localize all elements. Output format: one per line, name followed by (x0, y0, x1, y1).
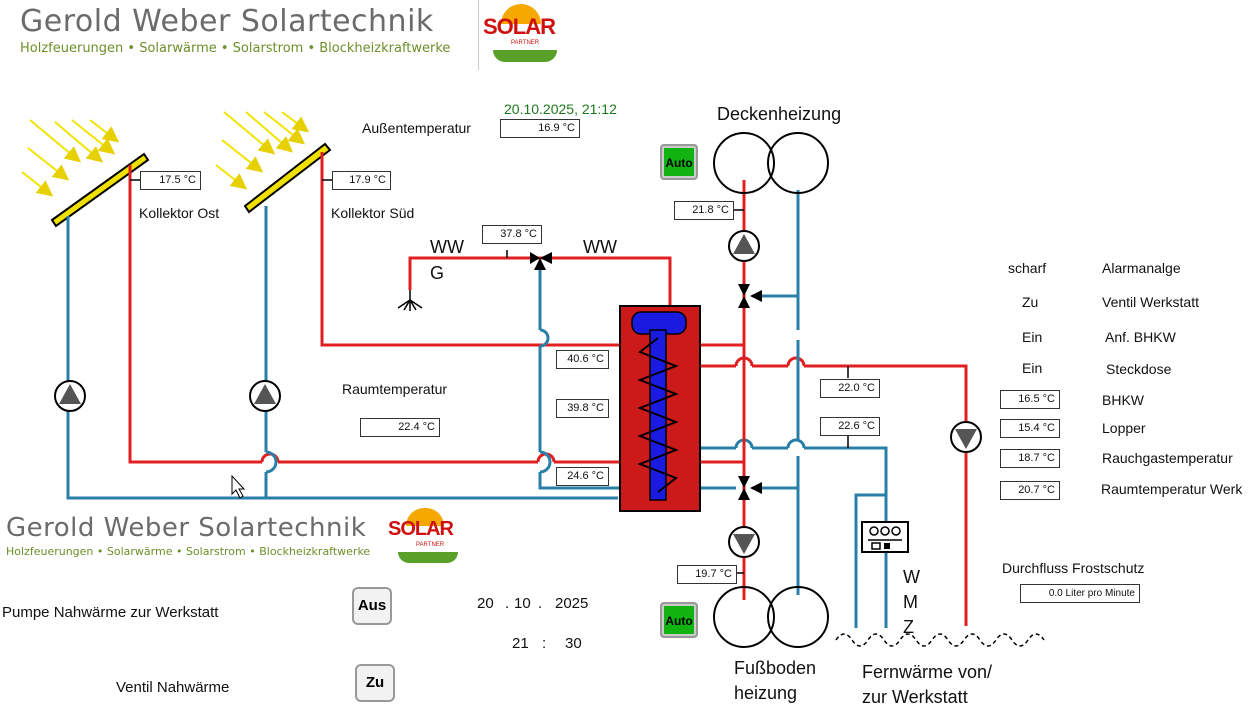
date-sep-2: . (538, 595, 543, 612)
mixer-temp: 37.8 °C (482, 225, 542, 244)
district-heat-label-1: Fernwärme von/ (862, 662, 993, 682)
time-hour[interactable]: 21 (512, 635, 529, 652)
sun-rays-east-icon (21, 119, 120, 197)
reading-lopper-label: Lopper (1102, 420, 1146, 436)
valve-local-heat-button[interactable]: Zu (355, 664, 395, 702)
date-sep-1: . (505, 595, 510, 612)
date-year[interactable]: 2025 (555, 595, 589, 612)
status-alarm-state: scharf (1008, 260, 1047, 276)
logo-subtext: PARTNER (511, 40, 540, 46)
brand-title-bottom: Gerold Weber Solartechnik (6, 513, 367, 543)
brand-bottom: Gerold Weber Solartechnik Holzfeuerungen… (6, 513, 370, 558)
room-temp-label: Raumtemperatur (342, 381, 448, 397)
status-valve-state: Zu (1022, 294, 1039, 310)
sun-rays-south-icon (215, 111, 310, 190)
pump-ceiling-icon (728, 230, 760, 262)
floor-heating-label-2: heizung (734, 683, 798, 703)
ground-line (835, 633, 1045, 647)
pump-district-icon (950, 421, 982, 453)
status-socket-state: Ein (1022, 360, 1043, 376)
hotwater-g: G (430, 263, 445, 283)
flow-label: Durchfluss Frostschutz (1002, 560, 1145, 576)
status-valve-label: Ventil Werkstatt (1102, 294, 1200, 310)
pump-collector-east-icon (54, 380, 86, 412)
brand-subtitle: Holzfeuerungen • Solarwärme • Solarstrom… (20, 41, 451, 56)
ceiling-heating-icon (713, 132, 829, 194)
valve-floor-icon (738, 476, 762, 500)
collector-south-label: Kollektor Süd (331, 205, 415, 221)
time-min[interactable]: 30 (565, 635, 582, 652)
mouse-cursor-icon (231, 474, 246, 499)
floor-auto-button[interactable]: Auto (660, 602, 698, 638)
date-day[interactable]: 20 (477, 595, 494, 612)
floor-heating-icon (713, 586, 829, 648)
ceiling-temp: 21.8 °C (674, 201, 734, 220)
collector-east-temp: 17.5 °C (140, 171, 201, 190)
logo-leaf-icon (493, 50, 557, 62)
reading-bhkw-label: BHKW (1102, 392, 1144, 408)
hotwater-ww-left: WW (430, 237, 464, 257)
valve-local-heat-label: Ventil Nahwärme (116, 679, 230, 696)
status-alarm-label: Alarmanalge (1102, 260, 1181, 276)
ceiling-heating-label: Deckenheizung (717, 104, 842, 124)
valve-ceiling-icon (738, 284, 762, 308)
logo-text: SOLAR (483, 14, 556, 39)
storage-tank-icon (619, 305, 701, 512)
collector-south-temp: 17.9 °C (332, 171, 391, 190)
distribution-temp-1: 22.0 °C (820, 379, 880, 398)
outdoor-temp-value: 16.9 °C (500, 119, 580, 138)
pump-local-heat-button[interactable]: Aus (352, 587, 392, 625)
hotwater-ww-right: WW (583, 237, 617, 257)
storage-temp-middle: 39.8 °C (556, 399, 609, 418)
logo-subtext-bottom: PARTNER (416, 542, 445, 548)
brand-subtitle-bottom: Holzfeuerungen • Solarwärme • Solarstrom… (6, 545, 371, 558)
date-month[interactable]: 10 (514, 595, 531, 612)
shower-head-icon (397, 290, 423, 311)
logo-text-bottom: SOLAR (388, 518, 454, 540)
reading-workshop-room-value: 20.7 °C (1000, 481, 1060, 500)
brand-title: Gerold Weber Solartechnik (20, 4, 434, 39)
mixing-valve-icon (530, 252, 552, 270)
reading-bhkw-value: 16.5 °C (1000, 390, 1060, 409)
pump-local-heat-label: Pumpe Nahwärme zur Werkstatt (2, 604, 219, 621)
logo-leaf-icon-bottom (398, 552, 458, 563)
floor-heating-label-1: Fußboden (734, 658, 817, 678)
header-datetime: 20.10.2025, 21:12 (504, 101, 617, 117)
heat-meter-icon (861, 521, 909, 553)
wmz-z: Z (903, 617, 914, 637)
logo-sun-icon (501, 4, 541, 24)
logo-sun-icon-bottom (406, 508, 444, 526)
collector-east-label: Kollektor Ost (139, 205, 220, 221)
wmz-m: M (903, 592, 918, 612)
floor-temp: 19.7 °C (677, 565, 737, 584)
reading-fluegas-value: 18.7 °C (1000, 449, 1060, 468)
collector-south-icon (243, 142, 332, 214)
solar-partner-logo-bottom: SOLAR PARTNER (386, 506, 470, 570)
time-sep: : (542, 635, 547, 652)
reading-lopper-value: 15.4 °C (1000, 419, 1060, 438)
collector-east-icon (50, 152, 150, 228)
room-temp-value: 22.4 °C (360, 418, 440, 437)
ceiling-auto-button[interactable]: Auto (660, 144, 698, 180)
district-heat-label-2: zur Werkstatt (862, 687, 968, 707)
pump-floor-icon (728, 526, 760, 558)
status-bhkw-state: Ein (1022, 329, 1043, 345)
status-socket-label: Steckdose (1106, 361, 1172, 377)
outdoor-temp-label: Außentemperatur (362, 120, 471, 136)
brand-top: Gerold Weber Solartechnik Holzfeuerungen… (20, 4, 450, 56)
reading-workshop-room-label: Raumtemperatur Werk (1101, 481, 1243, 497)
reading-fluegas-label: Rauchgastemperatur (1102, 450, 1233, 466)
wmz-w: W (903, 567, 920, 587)
storage-temp-bottom: 24.6 °C (556, 467, 609, 486)
storage-temp-top: 40.6 °C (556, 350, 609, 369)
status-bhkw-label: Anf. BHKW (1105, 329, 1176, 345)
solar-partner-logo-top: SOLAR PARTNER (478, 0, 569, 70)
flow-value: 0.0 Liter pro Minute (1020, 584, 1140, 603)
distribution-temp-2: 22.6 °C (820, 417, 880, 436)
pump-collector-south-icon (249, 380, 281, 412)
